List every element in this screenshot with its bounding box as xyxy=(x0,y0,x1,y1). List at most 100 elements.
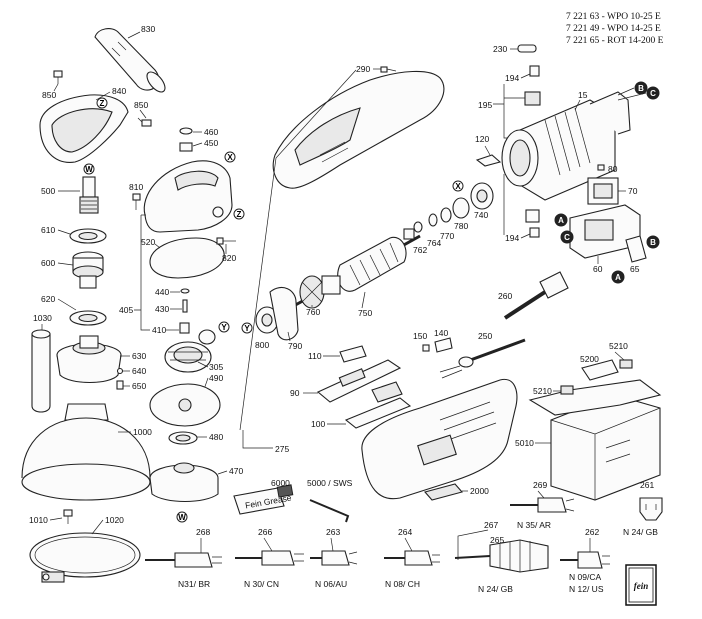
bearing-780 xyxy=(452,197,470,219)
bearing-800 xyxy=(255,306,279,334)
logo-text: fein xyxy=(634,581,649,591)
label-60: 60 xyxy=(593,264,603,274)
fan-790 xyxy=(269,287,299,341)
screw-150 xyxy=(422,344,430,352)
label-5010: 5010 xyxy=(515,438,534,448)
clip-120 xyxy=(475,154,502,167)
latch-b xyxy=(560,385,574,395)
label-230: 230 xyxy=(493,44,507,54)
ring-762 xyxy=(413,221,423,233)
marker-z-top: Z xyxy=(96,97,108,109)
svg-text:Y: Y xyxy=(244,324,250,333)
label-90: 90 xyxy=(290,388,300,398)
bearing-610 xyxy=(69,228,107,244)
plug-label-gb-cable: N 24/ GB xyxy=(478,584,513,594)
screw-1010 xyxy=(63,509,73,524)
screws-640-650 xyxy=(116,367,124,390)
marker-c-top: C xyxy=(646,86,660,100)
svg-text:Z: Z xyxy=(237,210,242,219)
label-750: 750 xyxy=(358,308,372,318)
model-line-2: 7 221 49 - WPO 14-25 E xyxy=(566,24,661,34)
svg-text:W: W xyxy=(178,513,186,522)
label-70: 70 xyxy=(628,186,638,196)
dust-hood xyxy=(21,403,151,501)
ring-764 xyxy=(428,213,438,227)
plug-label-br: N31/ BR xyxy=(178,579,210,589)
plug-ar xyxy=(510,497,575,513)
marker-y-top: Y xyxy=(218,321,230,333)
label-1030: 1030 xyxy=(33,313,52,323)
svg-text:X: X xyxy=(227,153,233,162)
label-780: 780 xyxy=(454,221,468,231)
brush-194-low xyxy=(525,209,540,238)
marker-y-mid: Y xyxy=(241,322,253,334)
label-850-a: 850 xyxy=(42,90,56,100)
lock-100 xyxy=(344,381,412,429)
svg-text:A: A xyxy=(615,273,621,282)
label-450: 450 xyxy=(204,138,218,148)
switch-70 xyxy=(587,177,619,205)
marker-z-mid: Z xyxy=(233,208,245,220)
label-800: 800 xyxy=(255,340,269,350)
svg-text:Z: Z xyxy=(100,99,105,108)
screw-850-a xyxy=(53,70,63,84)
plug-br xyxy=(145,552,222,568)
hex-key xyxy=(309,499,350,523)
marker-b-mid: B xyxy=(646,235,660,249)
label-1010: 1010 xyxy=(29,515,48,525)
electronics-module xyxy=(569,204,641,259)
bevel-gear xyxy=(164,341,212,373)
connector-260 xyxy=(503,271,569,320)
label-1000: 1000 xyxy=(133,427,152,437)
spindle xyxy=(79,176,99,214)
label-263: 263 xyxy=(326,527,340,537)
bearing-740 xyxy=(470,182,494,210)
plug-ca-us xyxy=(560,551,610,569)
label-640: 640 xyxy=(132,366,146,376)
gear-nut xyxy=(72,251,104,289)
label-810: 810 xyxy=(129,182,143,192)
plug-label-gb-adapter: N 24/ GB xyxy=(623,527,658,537)
label-266: 266 xyxy=(258,527,272,537)
label-470: 470 xyxy=(229,466,243,476)
label-405: 405 xyxy=(119,305,133,315)
label-290: 290 xyxy=(356,64,370,74)
capacitor-65 xyxy=(625,235,647,263)
plug-label-cn: N 30/ CN xyxy=(244,579,279,589)
marker-w-top: W xyxy=(83,163,95,175)
label-430: 430 xyxy=(155,304,169,314)
fein-logo: fein xyxy=(625,564,657,606)
plug-label-ch: N 08/ CH xyxy=(385,579,420,589)
svg-text:W: W xyxy=(85,165,93,174)
pinion xyxy=(198,329,216,345)
marker-x-mid: X xyxy=(452,180,464,192)
brush-230 xyxy=(517,44,537,53)
label-630: 630 xyxy=(132,351,146,361)
label-764: 764 xyxy=(427,238,441,248)
label-830: 830 xyxy=(141,24,155,34)
label-267: 267 xyxy=(484,520,498,530)
label-120: 120 xyxy=(475,134,489,144)
label-140: 140 xyxy=(434,328,448,338)
marker-x-top: X xyxy=(224,151,236,163)
label-80: 80 xyxy=(608,164,618,174)
model-line-1: 7 221 63 - WPO 10-25 E xyxy=(566,12,661,22)
plug-label-ar: N 35/ AR xyxy=(517,520,551,530)
button-110 xyxy=(339,345,367,363)
label-770: 770 xyxy=(440,231,454,241)
screw-850-b xyxy=(137,117,152,127)
label-480: 480 xyxy=(209,432,223,442)
svg-text:A: A xyxy=(558,216,564,225)
label-305: 305 xyxy=(209,362,223,372)
label-2000: 2000 xyxy=(470,486,489,496)
label-650: 650 xyxy=(132,381,146,391)
label-5200: 5200 xyxy=(580,354,599,364)
svg-text:B: B xyxy=(638,84,644,93)
marker-c-mid: C xyxy=(560,230,574,244)
label-264: 264 xyxy=(398,527,412,537)
label-850-b: 850 xyxy=(134,100,148,110)
marker-b-top: B xyxy=(634,81,648,95)
label-275: 275 xyxy=(275,444,289,454)
label-440: 440 xyxy=(155,287,169,297)
label-840: 840 xyxy=(112,86,126,96)
